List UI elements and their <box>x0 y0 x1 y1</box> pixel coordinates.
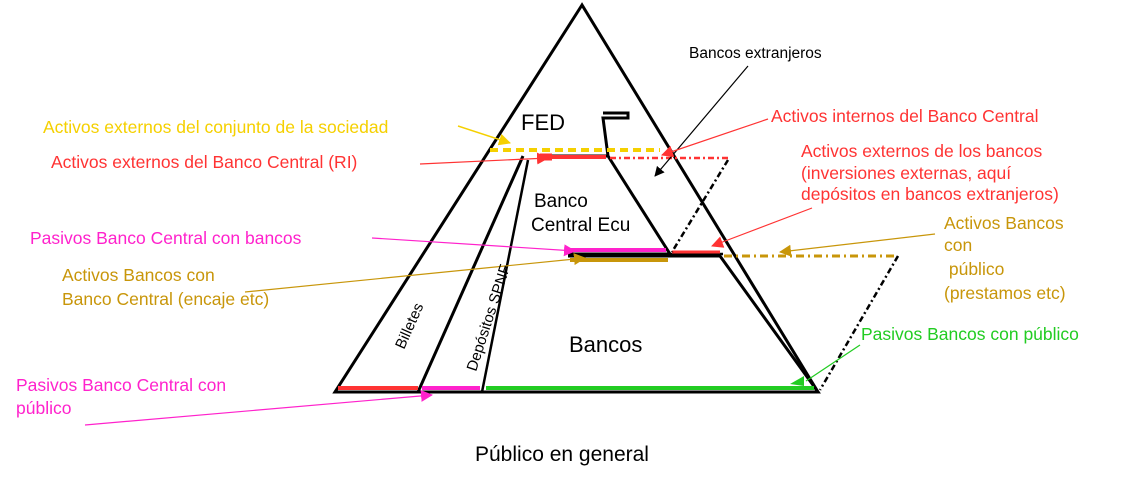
green-arrowhead <box>790 376 804 386</box>
pasivos-bancos-publico-label: Pasivos Bancos con público <box>861 324 1079 344</box>
black-dotted-lower <box>818 255 900 391</box>
activos-bancos-bc-line-2: Banco Central (encaje etc) <box>62 289 269 309</box>
activos-externos-bancos-line-1: Activos externos de los bancos <box>801 141 1042 161</box>
activos-externos-bc-label: Activos externos del Banco Central (RI) <box>51 152 357 172</box>
activos-externos-bancos-line-3: depósitos en bancos extranjeros) <box>801 184 1059 204</box>
banco-central-label-2: Central Ecu <box>531 215 630 236</box>
activos-internos-bc-label: Activos internos del Banco Central <box>771 106 1039 126</box>
activos-externos-bancos-line-2: (inversiones externas, aquí <box>801 163 1011 183</box>
bancos-label: Bancos <box>569 332 642 357</box>
arrow-pasivos-bc-publico <box>84 389 433 426</box>
activos-bancos-publico-line-3: público <box>944 259 1004 279</box>
black-dotted-upper <box>670 159 730 253</box>
arrow-pasivos-bc-bancos <box>371 237 576 257</box>
arrow-activos-bancos-bc <box>244 253 586 293</box>
arrow-bancos-extranjeros <box>654 65 749 177</box>
arrow-activos-internos-bc <box>661 118 769 158</box>
pasivos-bc-publico-line-2: público <box>16 398 71 418</box>
pasivos-bc-publico-line-1: Pasivos Banco Central con <box>16 375 226 395</box>
arrow-activos-sociedad <box>457 125 511 146</box>
arrow-activos-externos-bancos <box>711 207 813 248</box>
activos-externos-bancos-label: Activos externos de los bancos (inversio… <box>801 141 1059 204</box>
bancos-block <box>482 254 821 394</box>
activos-externos-sociedad-label: Activos externos del conjunto de la soci… <box>43 117 388 137</box>
pasivos-bc-publico-label: Pasivos Banco Central con público <box>16 375 231 418</box>
activos-bancos-publico-label: Activos Bancos con público (prestamos et… <box>944 213 1069 303</box>
billetes-label: Billetes <box>392 301 427 352</box>
bancos-extranjeros-label: Bancos extranjeros <box>689 45 822 62</box>
activos-bancos-publico-line-4: (prestamos etc) <box>944 283 1066 303</box>
banco-central-label-1: Banco <box>534 191 588 212</box>
arrow-activos-bancos-publico <box>779 233 936 257</box>
activos-bancos-publico-line-1: Activos Bancos <box>944 213 1064 233</box>
activos-bancos-bc-line-1: Activos Bancos con <box>62 265 215 285</box>
depositos-divider <box>480 159 530 393</box>
activos-bancos-publico-line-2: con <box>944 235 972 255</box>
publico-general-label: Público en general <box>475 443 649 466</box>
pasivos-bc-bancos-label: Pasivos Banco Central con bancos <box>30 228 302 248</box>
fed-step <box>601 111 630 157</box>
fed-label: FED <box>521 110 565 135</box>
arrow-pasivos-bancos-publico <box>805 344 861 382</box>
activos-bancos-bc-label: Activos Bancos con Banco Central (encaje… <box>62 265 269 309</box>
billetes-divider <box>416 155 525 393</box>
arrow-activos-externos-bc <box>419 152 549 165</box>
